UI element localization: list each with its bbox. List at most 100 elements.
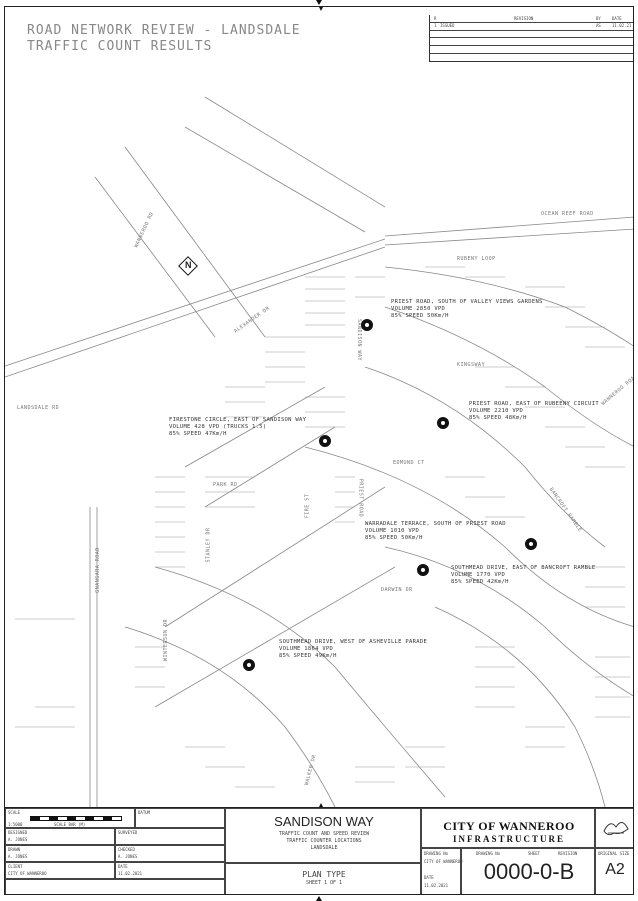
project-name: SANDISON WAY [274, 814, 374, 829]
drawing-number: 0000-0-B [483, 859, 575, 884]
drawing-title-line-1: ROAD NETWORK REVIEW - LANDSDALE [27, 23, 301, 38]
date-label: DATE [118, 864, 128, 869]
rev-row-date: 11.02.21 [612, 23, 632, 28]
scale-value: 1:5000 [8, 822, 23, 827]
road-label-darwin: DARWIN DR [381, 587, 413, 593]
revision-label: REVISION [558, 851, 578, 856]
count-volume: VOLUME 1010 VPD [365, 528, 420, 534]
sheet-label: SHEET [528, 851, 541, 856]
count-marker-2[interactable] [437, 417, 449, 429]
drawing-no-label-left: DRAWING No [424, 851, 449, 856]
bottom-border-tick [316, 896, 322, 901]
count-location: WARRADALE TERRACE, SOUTH OF PRIEST ROAD [365, 521, 506, 527]
count-marker-5[interactable] [417, 564, 429, 576]
rev-header-by: BY [596, 16, 601, 21]
client-label: CLIENT [8, 864, 23, 869]
count-annotation-6: SOUTHMEAD DRIVE, WEST OF ASHEVILLE PARAD… [279, 639, 427, 660]
plan-type-label: PLAN TYPE [302, 870, 346, 879]
rev-header-date: DATE [612, 16, 622, 21]
designed-label: DESIGNED [8, 830, 28, 835]
surveyed-label: SURVEYED [118, 830, 138, 835]
client-value: CITY OF WANNEROO [8, 871, 47, 876]
drawn-value: A. JONES [8, 854, 28, 859]
drawn-cell: DRAWN A. JONES [5, 845, 115, 862]
count-volume: VOLUME 428 VPD (TRUCKS 1.5) [169, 424, 267, 430]
count-marker-6[interactable] [243, 659, 255, 671]
checked-value: A. JONES [118, 854, 138, 859]
org-name: CITY OF WANNEROO [443, 819, 575, 833]
title-block: SCALE 1:5000 SCALE BAR (M) DATUM DESIGNE… [5, 807, 633, 894]
date-value: 11.02.2021 [118, 871, 143, 876]
logo-cell [595, 808, 633, 848]
road-label-park: PARK RD [213, 482, 238, 488]
designed-value: A. JONES [8, 837, 28, 842]
scale-bar [30, 816, 122, 821]
road-network-map [5, 7, 633, 807]
client-side-cell: DRAWING No CITY OF WANNEROO DATE 11.02.2… [421, 848, 463, 894]
count-speed: 85% SPEED 50Km/H [365, 535, 423, 541]
road-label-vertical: GNANGARA ROAD [94, 547, 101, 593]
count-volume: VOLUME 1864 VPD [279, 646, 334, 652]
checked-cell: CHECKED A. JONES [115, 845, 225, 862]
rev-row-desc: ISSUED [440, 23, 455, 28]
date-side-label: DATE [424, 875, 434, 880]
scale-sub: SCALE BAR (M) [54, 822, 86, 827]
surveyed-cell: SURVEYED [115, 828, 225, 845]
count-location: SOUTHMEAD DRIVE, WEST OF ASHEVILLE PARAD… [279, 639, 428, 645]
count-volume: VOLUME 2210 VPD [469, 408, 524, 414]
date-side-value: 11.02.2021 [424, 883, 449, 888]
count-speed: 85% SPEED 47Km/H [169, 431, 227, 437]
road-label-west: LANDSDALE RD [17, 405, 60, 411]
designed-cell: DESIGNED A. JONES [5, 828, 115, 845]
count-speed: 85% SPEED 42Km/H [451, 579, 509, 585]
count-location: FIRESTONE CIRCLE, EAST OF SANDISON WAY [169, 417, 307, 423]
count-marker-4[interactable] [525, 538, 537, 550]
count-marker-3[interactable] [319, 435, 331, 447]
client-side-value: CITY OF WANNEROO [424, 859, 463, 864]
project-sub-3: LANDSDALE [310, 845, 338, 851]
count-annotation-2: PRIEST ROAD, EAST OF RUBEENY CIRCUIT VOL… [469, 401, 599, 422]
count-annotation-3: FIRESTONE CIRCLE, EAST OF SANDISON WAY V… [169, 417, 306, 438]
rev-row-by: AS [596, 23, 601, 28]
top-border-tick [316, 0, 322, 5]
road-label-wintersun: WINTERSUN DR [163, 618, 170, 662]
project-sub-2: TRAFFIC COUNTER LOCATIONS [286, 838, 362, 844]
count-speed: 85% SPEED 48Km/H [469, 415, 527, 421]
count-volume: VOLUME 2850 VPD [391, 306, 446, 312]
drawing-title-line-2: TRAFFIC COUNT RESULTS [27, 39, 213, 54]
city-logo-icon [603, 822, 629, 836]
blank-cell [5, 879, 225, 894]
checked-label: CHECKED [118, 847, 135, 852]
road-label-fire: FIRE ST [304, 493, 311, 519]
drawing-sheet: ROAD NETWORK REVIEW - LANDSDALE TRAFFIC … [4, 6, 634, 895]
count-speed: 85% SPEED 50Km/H [391, 313, 449, 319]
count-volume: VOLUME 1770 VPD [451, 572, 506, 578]
scale-cell: SCALE 1:5000 SCALE BAR (M) [5, 808, 135, 828]
drawing-number-cell: DRAWING No SHEET REVISION 0000-0-B [461, 848, 595, 894]
project-sub-1: TRAFFIC COUNT AND SPEED REVIEW [278, 831, 370, 837]
client-cell: CLIENT CITY OF WANNEROO [5, 862, 115, 879]
drawn-label: DRAWN [8, 847, 21, 852]
count-speed: 85% SPEED 49Km/H [279, 653, 337, 659]
project-cell: SANDISON WAY TRAFFIC COUNT AND SPEED REV… [225, 808, 421, 863]
datum-label: DATUM [138, 810, 151, 815]
scale-label: SCALE [8, 810, 21, 815]
date-cell: DATE 11.02.2021 [115, 862, 225, 879]
rev-row-number: 1 [434, 23, 437, 28]
count-annotation-1: PRIEST ROAD, SOUTH OF VALLEY VIEWS GARDE… [391, 299, 543, 320]
north-arrow-label: N [185, 260, 192, 270]
size-label: ORIGINAL SIZE [598, 851, 630, 856]
road-label-edmund: EDMUND CT [393, 460, 425, 466]
count-annotation-4: WARRADALE TERRACE, SOUTH OF PRIEST ROAD … [365, 521, 506, 542]
road-label-stanley: STANLEY DR [205, 527, 212, 563]
organisation-cell: CITY OF WANNEROO INFRASTRUCTURE [421, 808, 595, 848]
size-cell: ORIGINAL SIZE A2 [595, 848, 633, 894]
revision-table: R REVISION BY DATE 1 ISSUED AS 11.02.21 [429, 15, 633, 62]
drawing-no-label: DRAWING No [476, 851, 501, 856]
count-marker-1[interactable] [361, 319, 373, 331]
count-location: PRIEST ROAD, EAST OF RUBEENY CIRCUIT [469, 401, 600, 407]
count-location: PRIEST ROAD, SOUTH OF VALLEY VIEWS GARDE… [391, 299, 543, 305]
rev-header-revision: REVISION [514, 16, 534, 21]
org-department: INFRASTRUCTURE [452, 834, 565, 844]
datum-cell: DATUM [135, 808, 225, 828]
